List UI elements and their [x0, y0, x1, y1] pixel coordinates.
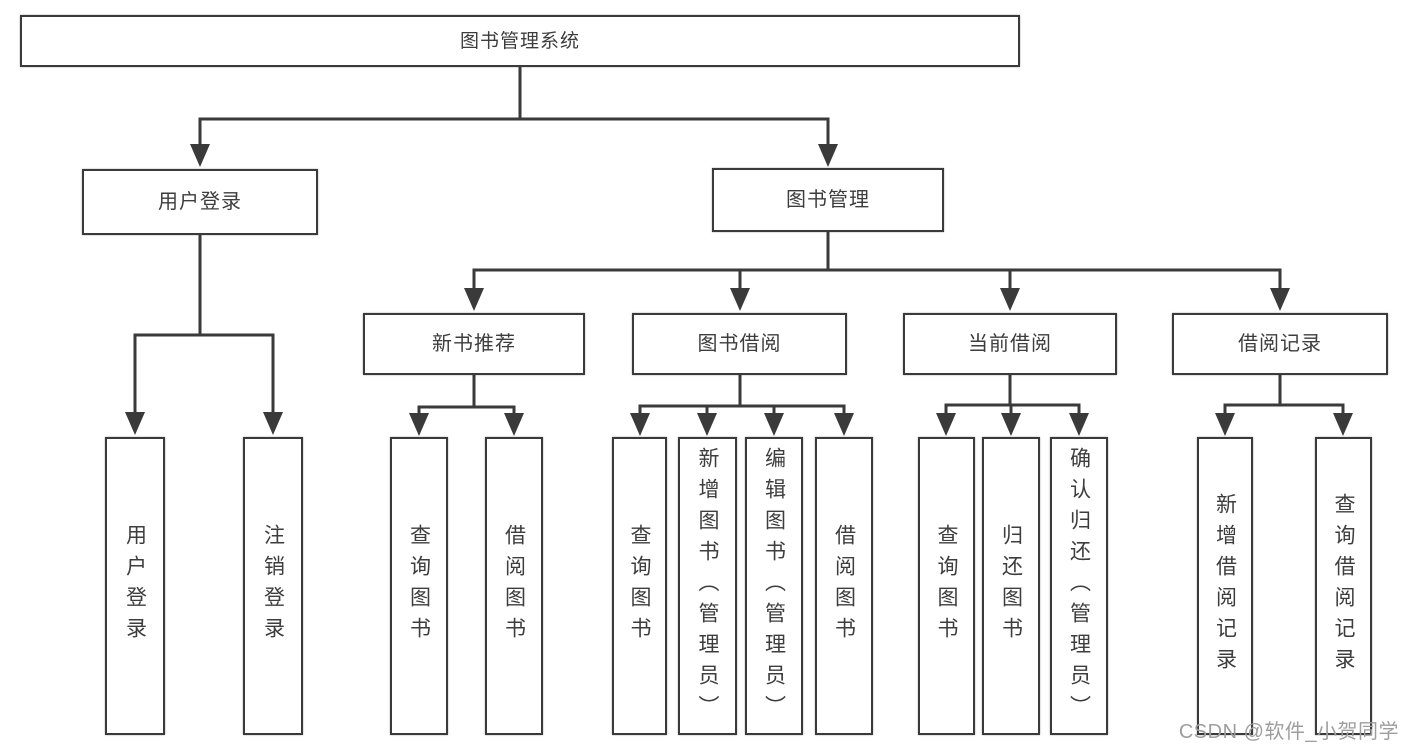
leaf-query-borrow-record: 查询借阅记录 — [1315, 437, 1372, 735]
arrowheads — [125, 144, 1353, 436]
node-new-book-recommend: 新书推荐 — [363, 313, 585, 375]
leaf-query-books-current: 查询图书 — [918, 437, 975, 735]
node-borrowing-records: 借阅记录 — [1172, 313, 1388, 375]
leaf-add-book-admin: 新增图书（管理员） — [678, 437, 737, 735]
leaf-logout: 注销登录 — [243, 437, 303, 735]
node-book-borrowing: 图书借阅 — [632, 313, 847, 375]
leaf-confirm-return-admin: 确认归还（管理员） — [1050, 437, 1108, 735]
csdn-watermark: CSDN @软件_小贺同学 — [1178, 721, 1399, 743]
leaf-borrow-books: 借阅图书 — [815, 437, 873, 735]
leaf-query-books-borrowing: 查询图书 — [612, 437, 667, 735]
node-book-management: 图书管理 — [712, 168, 944, 232]
node-root: 图书管理系统 — [20, 15, 1020, 67]
node-current-borrowing: 当前借阅 — [903, 313, 1117, 375]
leaf-add-borrow-record: 新增借阅记录 — [1197, 437, 1253, 735]
leaf-query-books-recommend: 查询图书 — [390, 437, 448, 735]
leaf-return-book: 归还图书 — [982, 437, 1040, 735]
leaf-edit-book-admin: 编辑图书（管理员） — [745, 437, 803, 735]
leaf-borrow-books-recommend: 借阅图书 — [485, 437, 543, 735]
node-user-login: 用户登录 — [82, 169, 318, 235]
leaf-user-login: 用户登录 — [105, 437, 165, 735]
